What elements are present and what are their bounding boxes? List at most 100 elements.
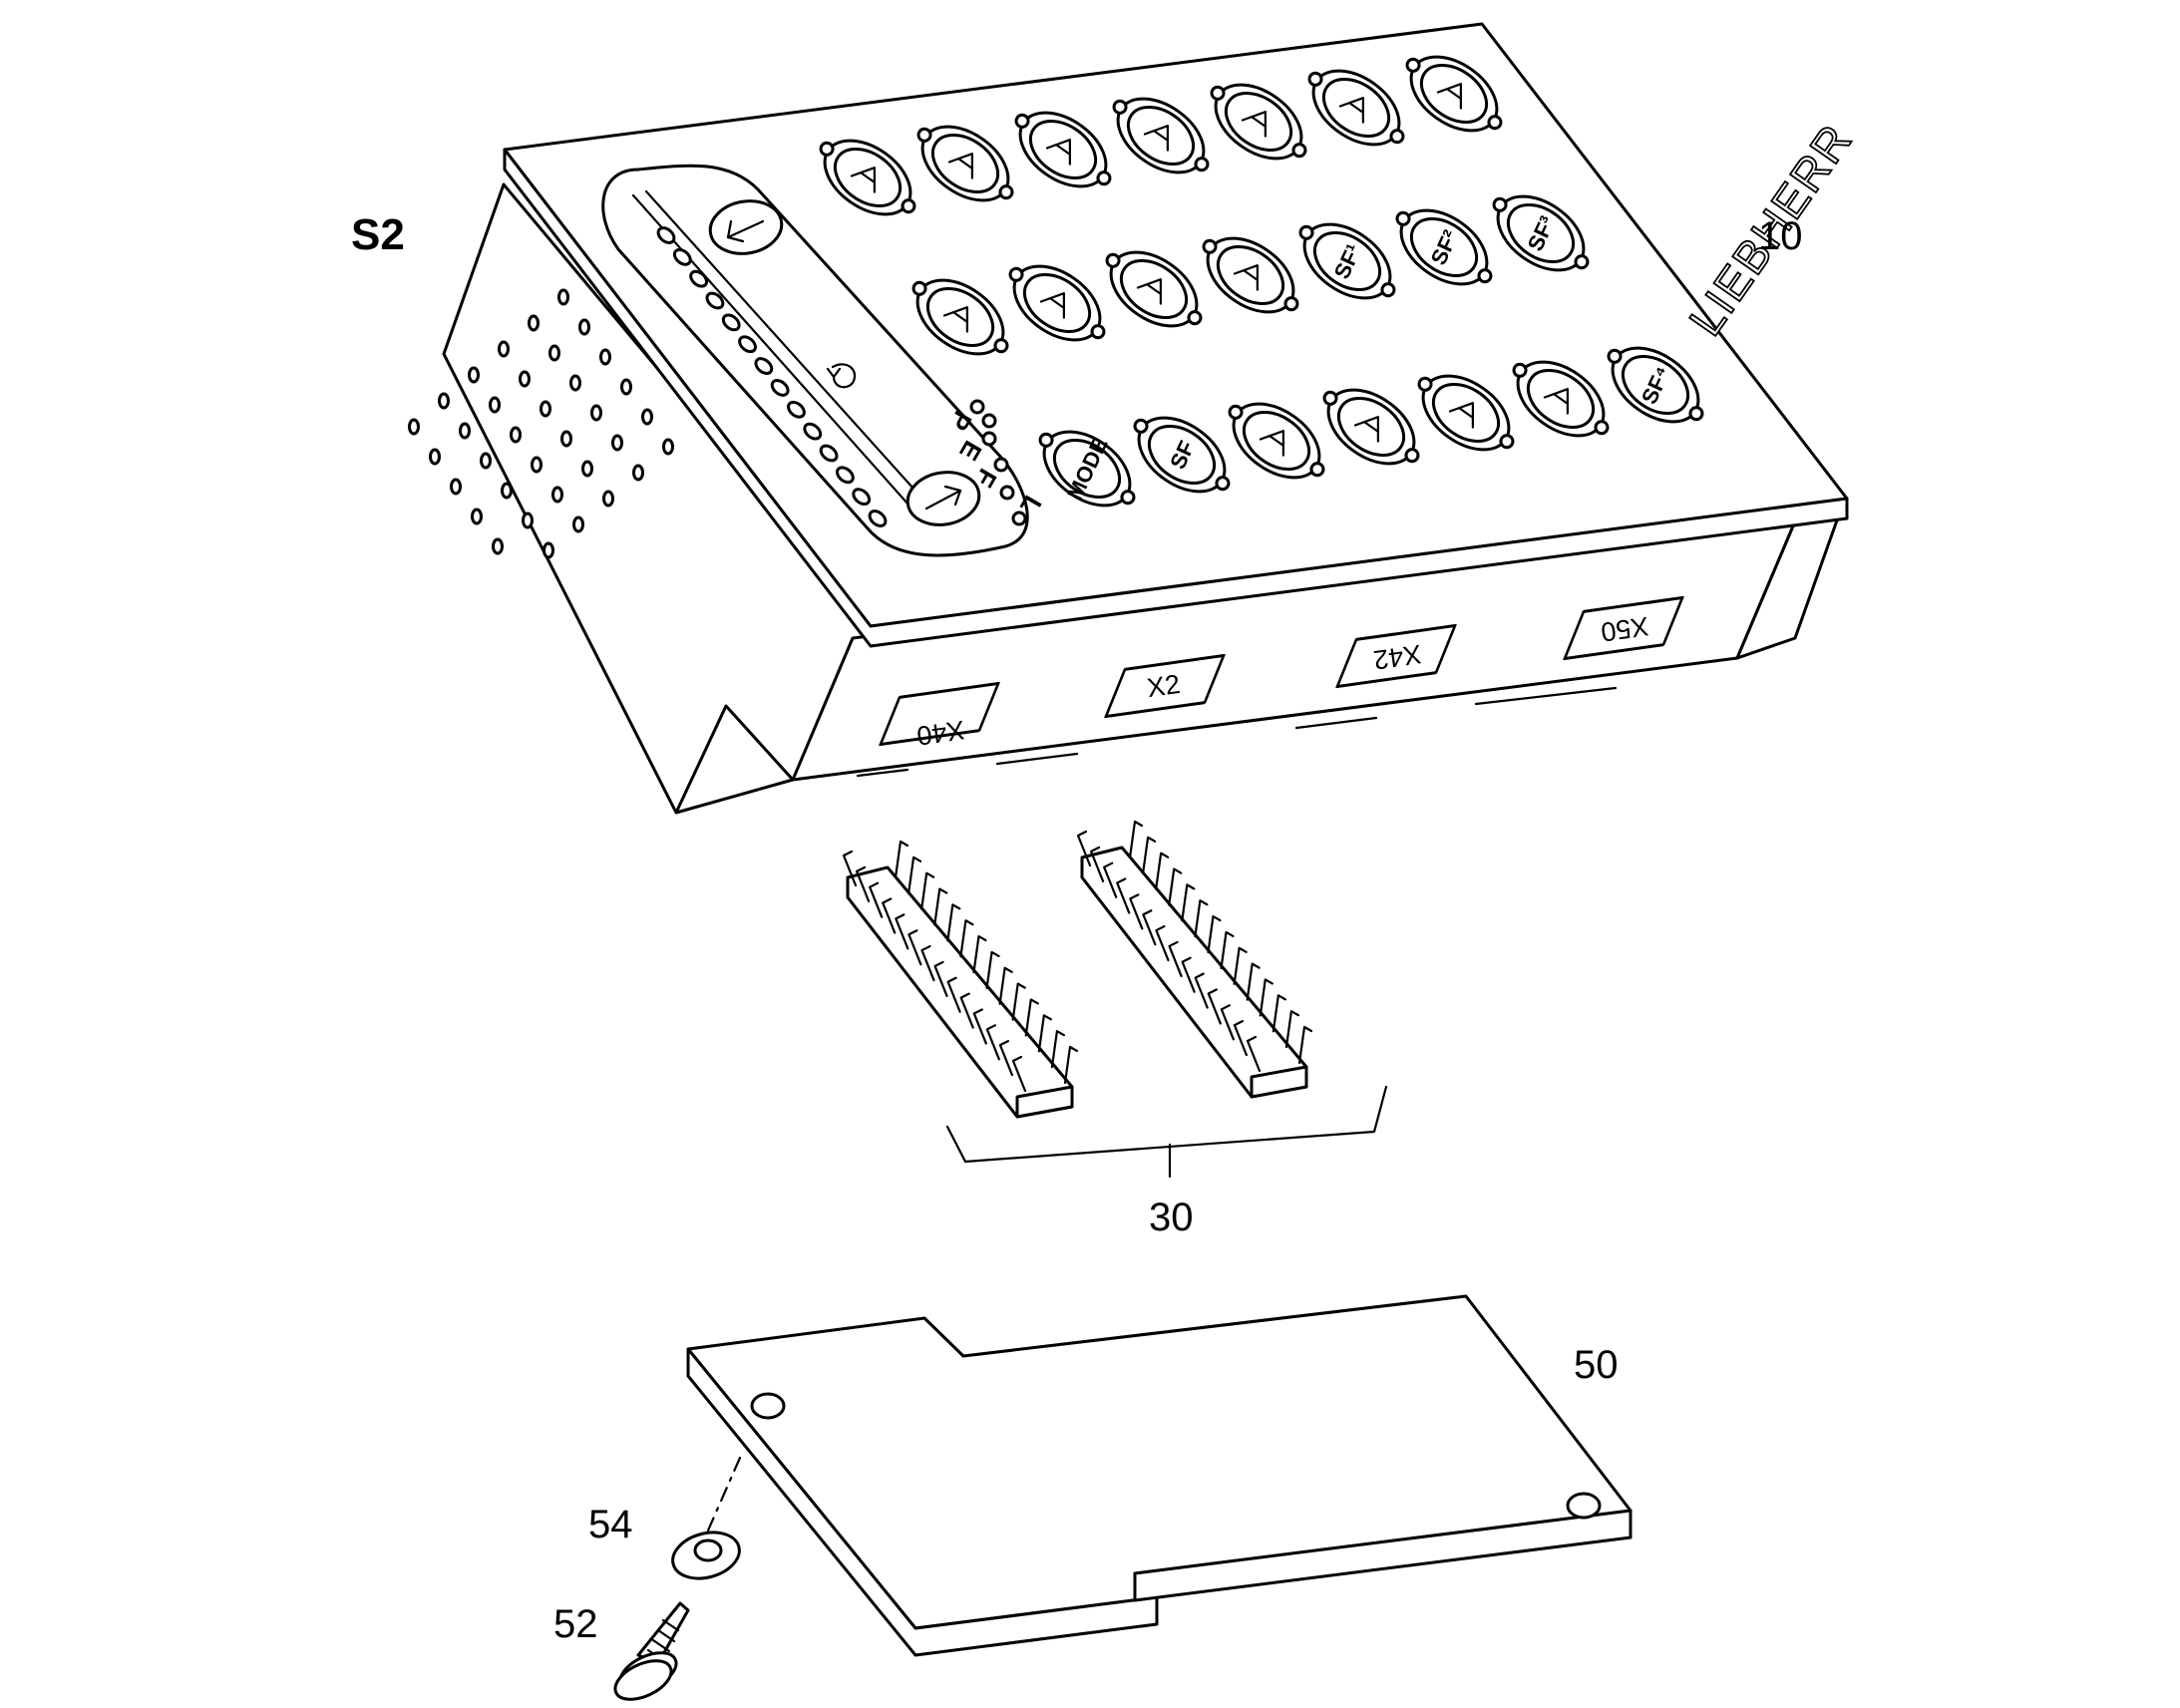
socket-x50-label: X50 <box>1599 611 1650 647</box>
led-display-window <box>601 164 1029 557</box>
vent-hole <box>531 456 543 474</box>
led-indicator <box>721 313 741 332</box>
callout-30: 30 <box>1149 1196 1194 1239</box>
panel-key[interactable]: SF² <box>1381 190 1507 303</box>
arrow-down-icon <box>924 485 962 511</box>
callout-54: 54 <box>588 1503 633 1546</box>
panel-key[interactable] <box>1403 356 1529 469</box>
led-indicator <box>754 357 774 375</box>
vent-hole <box>489 396 501 414</box>
key-symbol-icon <box>1338 97 1364 124</box>
led-indicator <box>656 226 676 244</box>
callout-52: 52 <box>553 1602 598 1646</box>
key-symbol-icon <box>1259 430 1284 457</box>
housing-panel-edge <box>503 148 1849 648</box>
vent-hole <box>408 418 420 436</box>
key-symbol-icon <box>1136 278 1162 305</box>
vent-hole <box>510 426 522 444</box>
panel-key[interactable] <box>1498 342 1624 455</box>
vent-hole <box>492 537 504 555</box>
led-indicators <box>656 226 888 527</box>
socket-labels: X40 X2 X42 X50 <box>856 595 1684 778</box>
vent-hole <box>429 448 441 466</box>
panel-key[interactable] <box>1196 65 1321 177</box>
led-indicator <box>852 488 872 507</box>
vent-hole <box>498 340 510 358</box>
panel-key[interactable] <box>1188 218 1313 331</box>
socket-x40-label: X40 <box>914 715 966 751</box>
key-symbol-icon <box>942 306 968 333</box>
key-symbol-icon <box>850 167 876 193</box>
vent-hole <box>548 344 560 362</box>
board-hole-right <box>1566 1492 1602 1520</box>
control-panel-housing: X40 X2 X42 X50 <box>408 22 1863 815</box>
panel-key[interactable] <box>1098 79 1224 191</box>
socket-x42-label: X42 <box>1371 639 1423 675</box>
led-indicator <box>868 510 888 527</box>
key-symbol-icon <box>1143 125 1169 152</box>
key-symbol-icon <box>1039 292 1065 319</box>
return-icon <box>826 363 857 389</box>
vent-hole <box>569 374 581 392</box>
vent-hole <box>543 541 554 559</box>
vent-hole <box>522 512 534 529</box>
led-indicator <box>819 444 839 463</box>
panel-key[interactable] <box>805 121 930 233</box>
vent-hole <box>662 438 674 456</box>
vent-hole <box>602 490 614 508</box>
vent-hole <box>519 370 531 388</box>
vent-hole <box>581 460 593 478</box>
key-symbol-icon <box>1448 402 1474 429</box>
arrow-up-key[interactable] <box>706 195 786 259</box>
panel-key[interactable] <box>1214 384 1339 497</box>
panel-key[interactable]: SF <box>1119 398 1245 511</box>
panel-key[interactable]: MODE <box>1021 408 1153 528</box>
vent-hole <box>557 288 569 306</box>
vent-hole <box>611 434 623 452</box>
panel-key[interactable] <box>903 107 1028 219</box>
circuit-board <box>686 1294 1633 1657</box>
vent-hole <box>599 348 611 366</box>
vent-hole <box>551 486 563 504</box>
panel-key[interactable] <box>1293 51 1419 164</box>
panel-key[interactable]: SF⁴ <box>1593 328 1718 441</box>
vent-hole <box>560 430 572 448</box>
panel-key[interactable]: SF³ <box>1478 176 1604 289</box>
arrow-up-icon <box>726 219 765 243</box>
callout-10: 10 <box>1758 214 1803 258</box>
led-indicator <box>770 379 790 397</box>
assembly-label: S2 <box>351 210 405 259</box>
key-symbol-icon <box>947 153 973 179</box>
led-indicator <box>689 269 709 288</box>
key-symbol-icon <box>1543 388 1569 415</box>
vent-hole <box>620 378 632 396</box>
washer <box>671 1531 741 1580</box>
led-indicator <box>705 291 725 310</box>
panel-key[interactable] <box>898 260 1023 373</box>
vent-hole <box>471 508 483 525</box>
panel-key[interactable] <box>1091 232 1217 345</box>
vent-hole <box>540 400 551 418</box>
vent-hole <box>641 408 653 426</box>
panel-key[interactable] <box>994 246 1120 359</box>
key-symbol-icon <box>1233 264 1259 291</box>
key-symbol-icon <box>1436 83 1462 110</box>
panel-key[interactable] <box>1000 93 1126 205</box>
key-symbol-icon <box>1045 139 1071 166</box>
panel-key[interactable]: SF¹ <box>1284 204 1410 317</box>
pin-connector <box>842 840 1079 1119</box>
key-symbol-icon <box>1353 416 1379 443</box>
vent-hole <box>459 422 471 440</box>
vent-hole <box>528 314 540 332</box>
socket-x2-label: X2 <box>1145 669 1182 703</box>
vent-hole <box>468 366 480 384</box>
board-hole-left <box>750 1392 786 1420</box>
vent-hole <box>572 515 584 533</box>
led-indicator <box>803 422 823 441</box>
led-indicator <box>738 335 757 354</box>
self-tapping-screw <box>613 1601 690 1701</box>
panel-key[interactable] <box>1308 370 1434 483</box>
panel-key[interactable] <box>1391 37 1517 150</box>
